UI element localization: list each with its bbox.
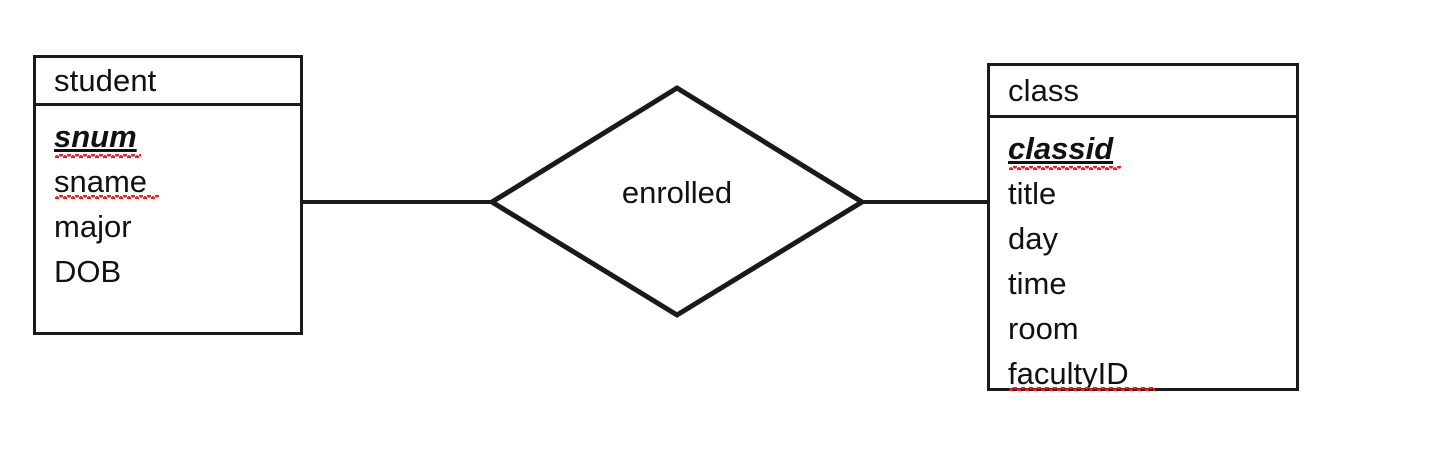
entity-class-header: class xyxy=(990,66,1296,118)
attribute-classid[interactable]: classid xyxy=(1008,126,1122,171)
entity-class-name: class xyxy=(1008,73,1080,108)
entity-student-header: student xyxy=(36,58,300,106)
attribute-day[interactable]: day xyxy=(1008,221,1058,256)
entity-class-attributes: classid title day time room facultyID xyxy=(990,118,1296,396)
entity-student-attributes: snum sname major DOB xyxy=(36,106,300,294)
connector-student-enrolled xyxy=(300,200,494,204)
connector-enrolled-class xyxy=(858,200,989,204)
entity-student-name: student xyxy=(54,63,157,98)
attribute-time[interactable]: time xyxy=(1008,266,1067,301)
attribute-room[interactable]: room xyxy=(1008,311,1079,346)
entity-class[interactable]: class classid title day time room facult… xyxy=(987,63,1299,391)
attribute-title[interactable]: title xyxy=(1008,176,1057,211)
attribute-major[interactable]: major xyxy=(54,209,132,244)
relationship-enrolled-label: enrolled xyxy=(621,175,733,210)
attribute-facultyid[interactable]: facultyID xyxy=(1008,351,1155,396)
attribute-dob[interactable]: DOB xyxy=(54,254,122,289)
attribute-sname[interactable]: sname xyxy=(54,159,160,204)
attribute-snum[interactable]: snum xyxy=(54,114,141,159)
entity-student[interactable]: student snum sname major DOB xyxy=(33,55,303,335)
